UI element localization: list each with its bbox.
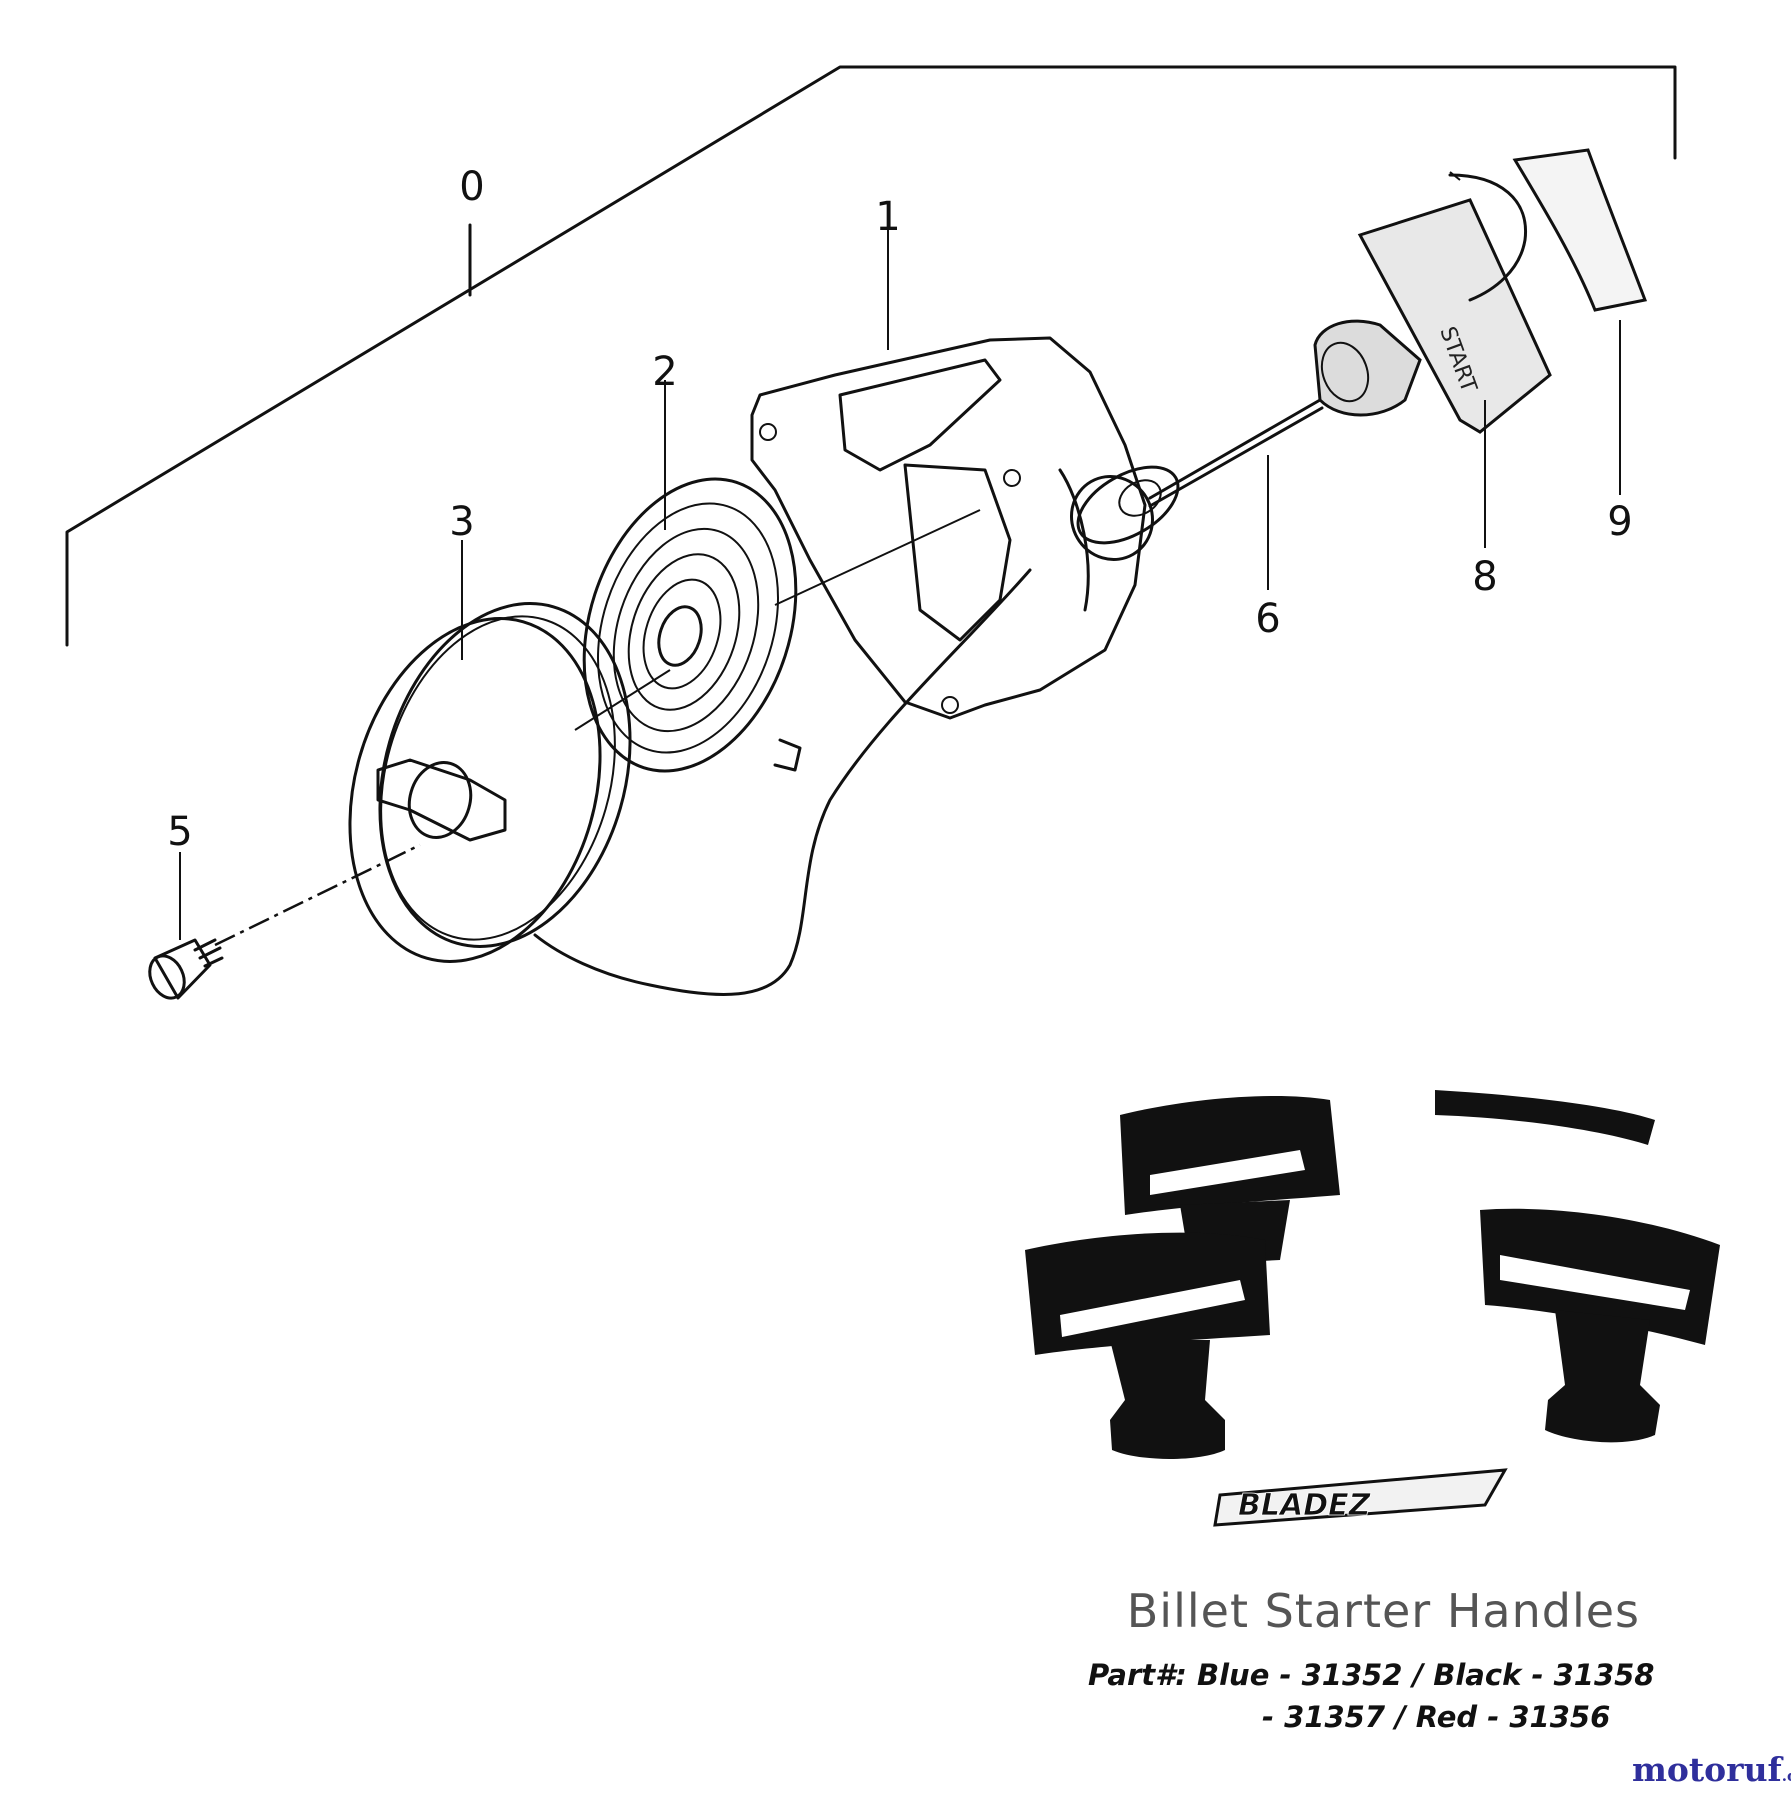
callout-9: 9: [1607, 499, 1632, 545]
callout-6: 6: [1255, 596, 1280, 642]
starter-housing: [750, 336, 1147, 720]
billet-handle-b: [1025, 1232, 1270, 1459]
callout-numbers: 0 1 2 3 5 6 8 9: [167, 164, 1632, 855]
watermark: motoruf.de: [1632, 1750, 1791, 1789]
billet-handle-c: [1480, 1208, 1720, 1443]
caption-part-line-2: - 31357 / Red - 31356: [1262, 1700, 1611, 1734]
leader-lines: [179, 205, 1621, 940]
caption-title: Billet Starter Handles: [1126, 1584, 1640, 1638]
axis-lines: [214, 509, 981, 947]
callout-1: 1: [875, 194, 900, 240]
callout-5: 5: [167, 809, 192, 855]
callout-8: 8: [1472, 554, 1497, 600]
rope-grommet: [1069, 465, 1180, 562]
watermark-suffix: .de: [1781, 1767, 1791, 1785]
callout-2: 2: [652, 349, 677, 395]
rope-pulley: [348, 602, 632, 963]
callout-0: 0: [459, 164, 484, 210]
billet-handles-photo: [1025, 1090, 1720, 1459]
bladez-logo: BLADEZ: [1213, 1468, 1508, 1527]
handle-insert: [1512, 148, 1648, 312]
watermark-main: motoruf: [1632, 1750, 1782, 1789]
recoil-spring: [582, 477, 802, 773]
assembly-bracket: [65, 65, 1677, 647]
logo-text: BLADEZ: [1238, 1488, 1372, 1523]
caption-part-line-1: Part#: Blue - 31352 / Black - 31358: [1088, 1658, 1655, 1692]
callout-3: 3: [449, 499, 474, 545]
starter-handle: START: [1313, 171, 1552, 434]
pulley-bolt: [148, 938, 224, 1000]
starter-rope: [533, 398, 1324, 997]
